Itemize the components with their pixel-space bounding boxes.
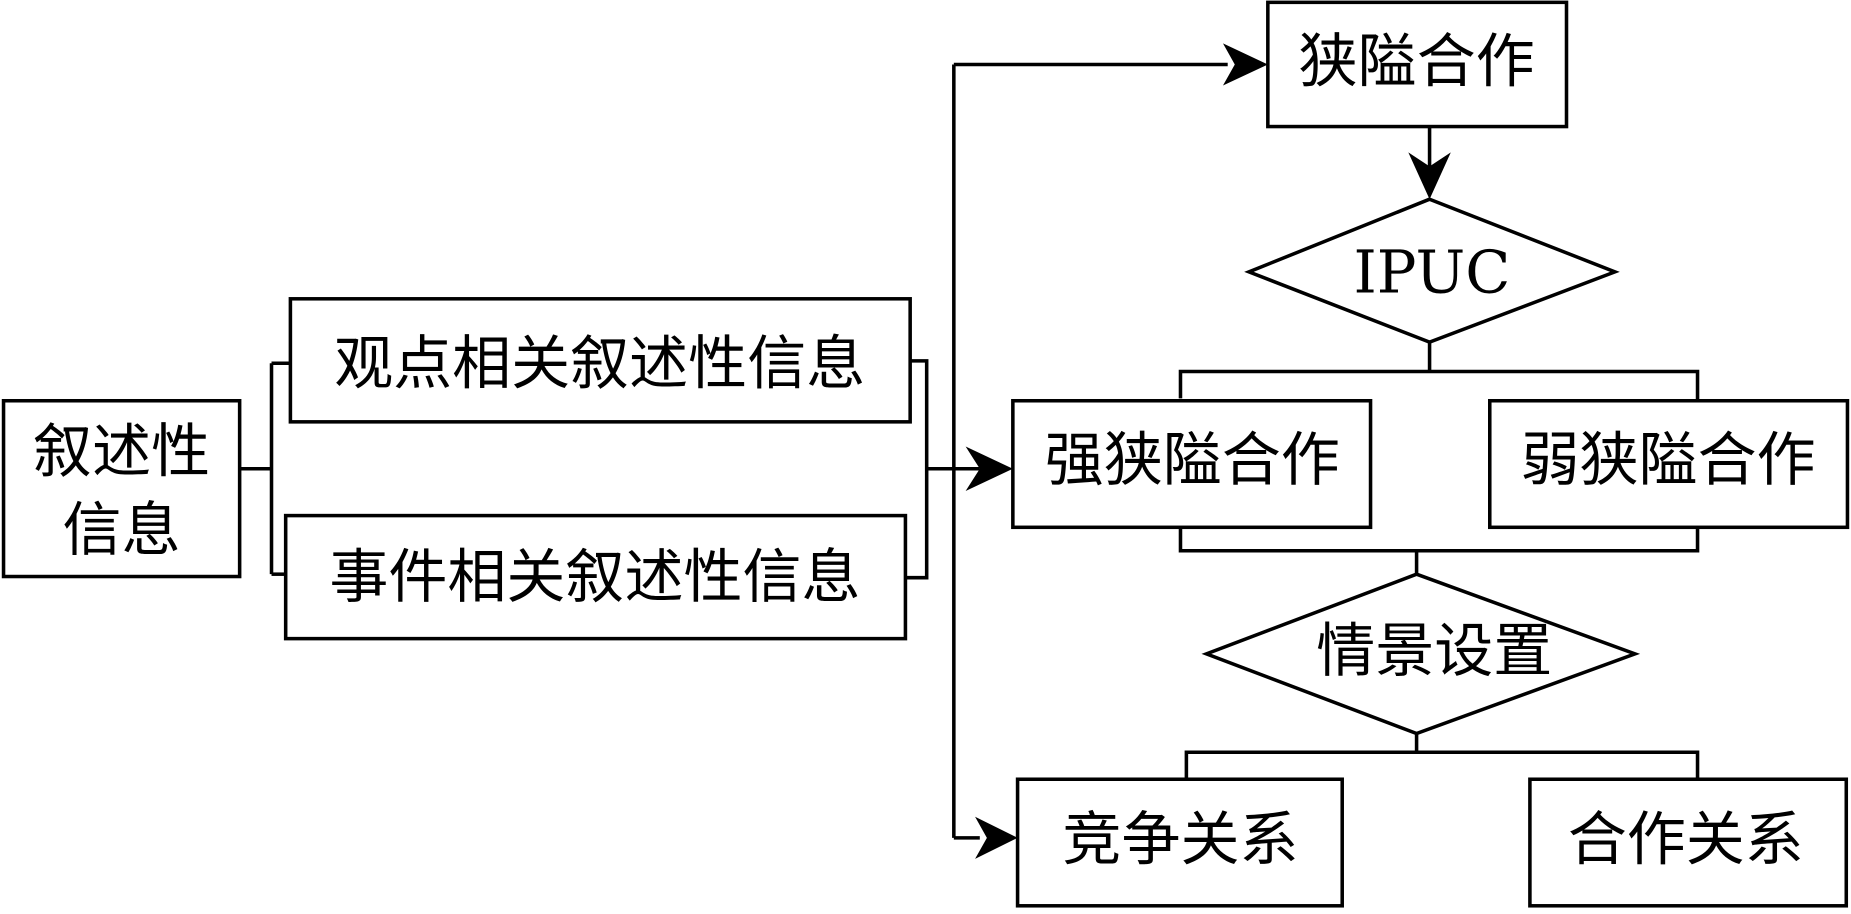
connector-info-merge <box>905 359 980 580</box>
node-narrative-info-label-1: 叙述性 <box>33 417 210 486</box>
node-ipuc: IPUC <box>1244 197 1620 345</box>
node-weak-narrow-label: 弱狭隘合作 <box>1520 425 1815 494</box>
node-competition-label: 竞争关系 <box>1062 805 1298 874</box>
arrow-to-ipuc <box>1408 152 1451 200</box>
node-narrative-info-label-2: 信息 <box>63 495 181 564</box>
node-event-narrative-label: 事件相关叙述性信息 <box>329 542 860 611</box>
arrow-to-strong-narrow <box>965 446 1013 491</box>
arrow-to-narrow-cooperation <box>1222 43 1268 86</box>
connector-ipuc-split <box>1178 342 1700 401</box>
node-strong-narrow: 强狭隘合作 <box>1011 398 1373 530</box>
node-narrow-cooperation: 狭隘合作 <box>1266 0 1569 129</box>
node-scenario-setting: 情景设置 <box>1201 572 1641 736</box>
node-narrow-cooperation-label: 狭隘合作 <box>1299 27 1535 96</box>
connector-trunk <box>952 62 1228 840</box>
node-opinion-narrative-label: 观点相关叙述性信息 <box>334 329 865 398</box>
node-competition: 竞争关系 <box>1015 777 1344 908</box>
node-cooperation-label: 合作关系 <box>1568 805 1804 874</box>
node-cooperation: 合作关系 <box>1528 777 1849 908</box>
node-scenario-setting-label: 情景设置 <box>1316 616 1552 685</box>
connector-merge-to-scenario <box>1178 527 1700 575</box>
connector-scenario-split <box>1184 733 1700 780</box>
node-strong-narrow-label: 强狭隘合作 <box>1045 425 1340 494</box>
node-opinion-narrative: 观点相关叙述性信息 <box>288 297 912 424</box>
node-narrative-info: 叙述性 信息 <box>1 398 242 579</box>
node-weak-narrow: 弱狭隘合作 <box>1488 398 1850 530</box>
node-ipuc-label: IPUC <box>1353 237 1510 306</box>
connector-narrative-split <box>239 361 291 576</box>
arrow-to-competition <box>975 816 1018 859</box>
node-event-narrative: 事件相关叙述性信息 <box>283 513 908 641</box>
